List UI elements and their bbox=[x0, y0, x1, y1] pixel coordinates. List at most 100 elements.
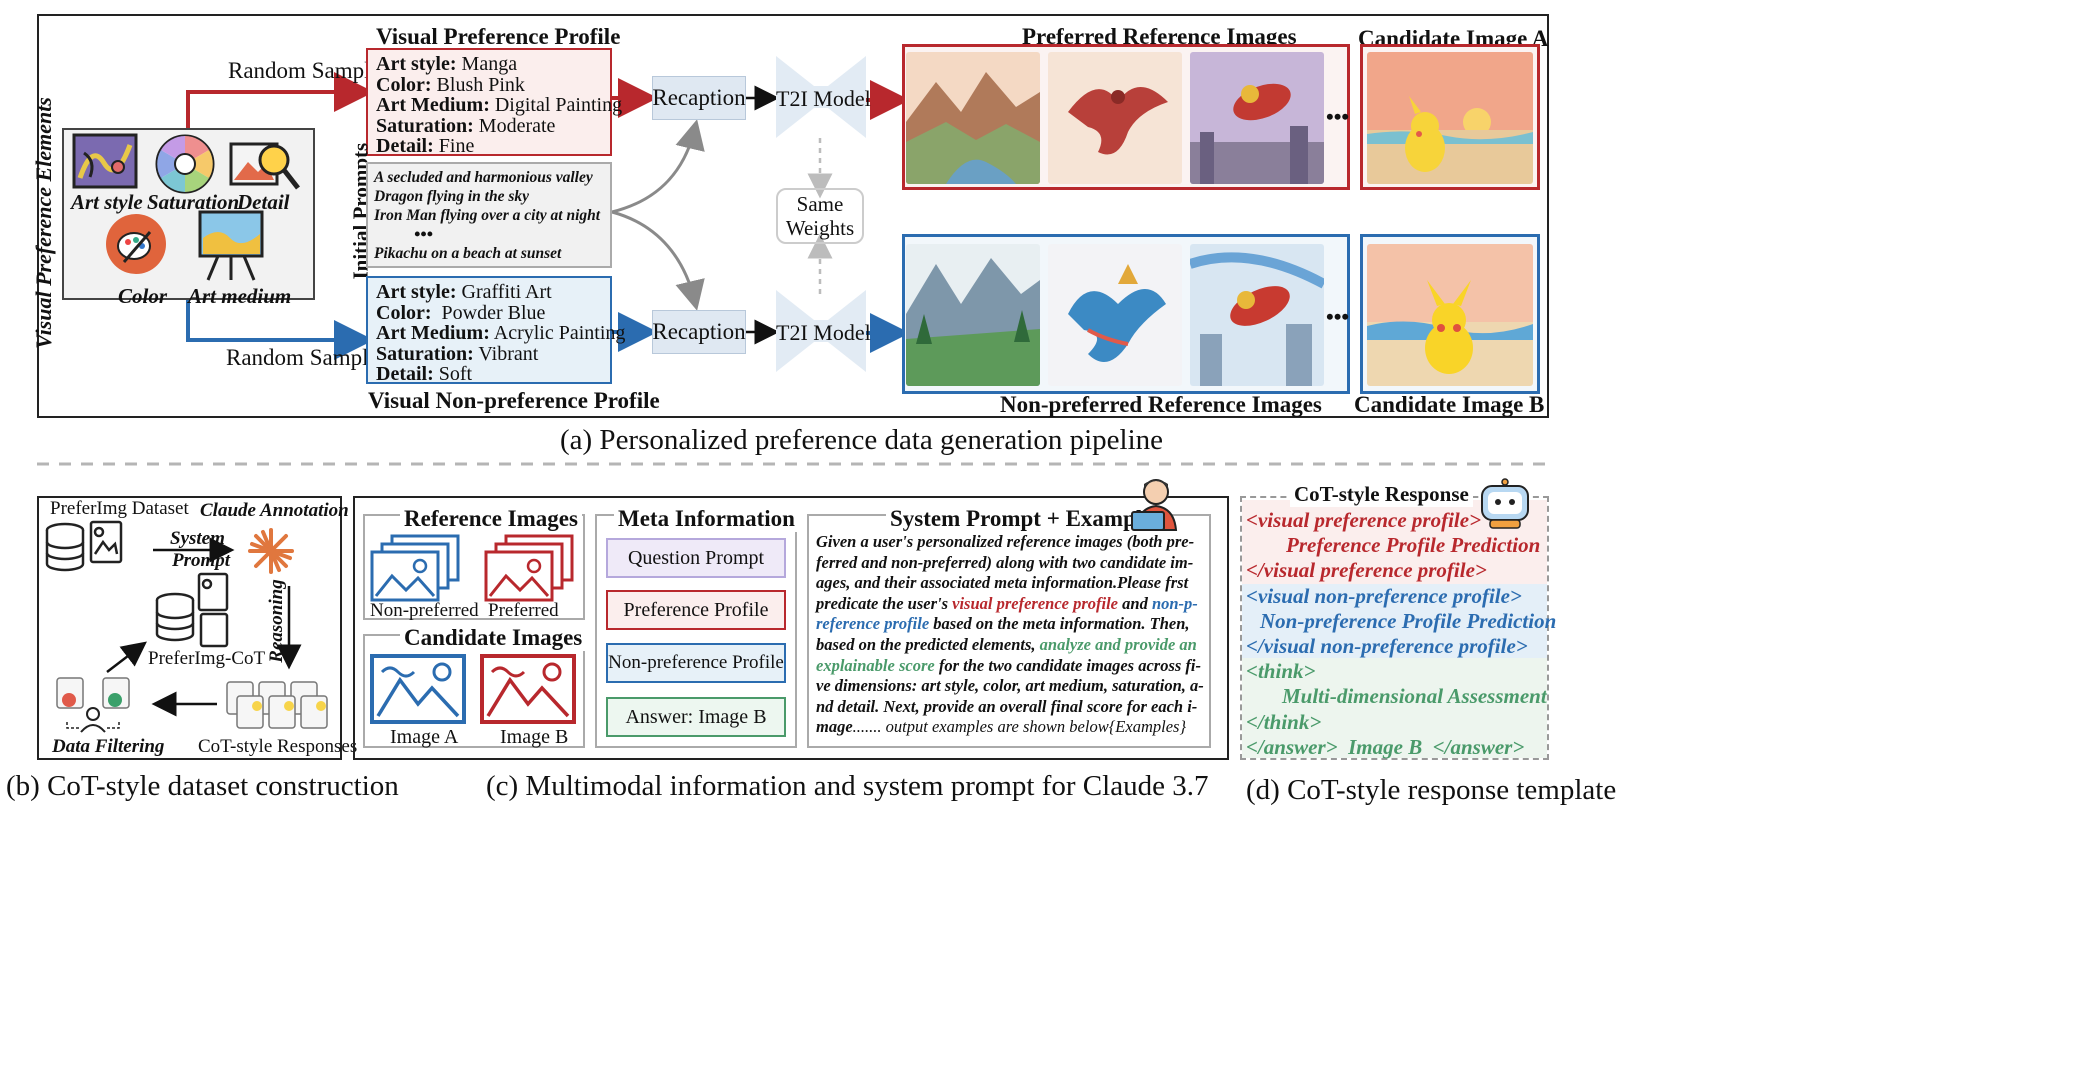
system-prompt-text: Given a user's personalized reference im… bbox=[816, 532, 1208, 738]
profile-value: Graffiti Art bbox=[456, 281, 552, 303]
profile-key: Detail: bbox=[376, 135, 434, 157]
profile-row: Color: Blush Pink bbox=[376, 73, 602, 96]
cot-response-line: Multi-dimensional Assessment bbox=[1282, 684, 1547, 709]
system-prompt-line: based on the predicted elements, analyze… bbox=[816, 635, 1208, 656]
initial-prompt-item: Dragon flying in the sky bbox=[374, 188, 530, 205]
t2i-model-bottom: T2I Model bbox=[776, 320, 871, 345]
system-prompt-line: nd detail. Next, provide an overall fina… bbox=[816, 697, 1208, 718]
image-a-label: Image A bbox=[390, 726, 459, 748]
pref-profile-title: Visual Preference Profile bbox=[376, 24, 621, 49]
non-preferred-label: Non-preferred bbox=[370, 600, 479, 621]
random-sample-top: Random Sample bbox=[228, 58, 381, 83]
system-prompt-segment: non-p- bbox=[1151, 593, 1198, 613]
pref-ellipsis: ••• bbox=[1326, 104, 1350, 129]
caption-c: (c) Multimodal information and system pr… bbox=[486, 770, 1209, 802]
user-laptop-icon bbox=[1131, 479, 1178, 531]
system-prompt-segment: Given a user's personalized reference im… bbox=[816, 532, 1195, 551]
profile-row: Art Medium: Digital Painting bbox=[376, 95, 622, 116]
profile-value: Digital Painting bbox=[489, 94, 623, 116]
system-prompt-line: reference profile based on the meta info… bbox=[816, 614, 1208, 635]
pipeline-panel bbox=[37, 14, 1549, 418]
system-prompt-segment: ve dimensions: art style, color, art med… bbox=[816, 676, 1204, 696]
system-prompt-label-1: System bbox=[170, 528, 225, 549]
profile-key: Color: bbox=[376, 301, 432, 324]
system-prompt-segment: for the two candidate images across fi- bbox=[934, 655, 1201, 675]
multimodal-panel bbox=[353, 496, 1229, 760]
candidate-b-image bbox=[1367, 244, 1533, 386]
nonpref-ellipsis: ••• bbox=[1326, 304, 1350, 329]
cot-response-line: <visual non-preference profile> bbox=[1246, 583, 1522, 608]
profile-row: Detail: Fine bbox=[376, 136, 602, 157]
cot-response-line: <visual preference profile> bbox=[1246, 508, 1482, 532]
system-prompt-line: mage....... output examples are shown be… bbox=[816, 717, 1208, 738]
cot-green-band bbox=[1242, 658, 1547, 758]
system-prompt-segment: based on the predicted elements, bbox=[816, 634, 1040, 654]
profile-row: Saturation: Vibrant bbox=[376, 343, 602, 365]
element-art-medium: Art medium bbox=[188, 284, 292, 308]
visual-preference-elements-label: Visual Preference Elements bbox=[31, 97, 56, 349]
panel-b-graphics bbox=[45, 520, 328, 733]
same-weights-line1: Same bbox=[796, 192, 844, 216]
profile-row: Art style: Graffiti Art bbox=[376, 282, 602, 303]
system-prompt-segment: visual preference profile bbox=[952, 593, 1119, 613]
cot-response-line: </visual preference profile> bbox=[1246, 558, 1487, 583]
profile-row: Art style: Manga bbox=[376, 54, 602, 75]
profile-key: Detail: bbox=[376, 363, 434, 385]
non-preference-profile-pill: Non-preference Profile bbox=[606, 643, 786, 683]
profile-key: Art style: bbox=[376, 53, 457, 75]
cot-response-line: </answer> Image B </answer> bbox=[1246, 734, 1525, 759]
system-prompt-title: System Prompt + Examples bbox=[886, 506, 1166, 532]
same-weights-box: Same Weights bbox=[776, 188, 864, 244]
nonpref-ironman-image bbox=[1190, 244, 1324, 386]
preferimg-dataset: PreferImg Dataset bbox=[50, 498, 189, 519]
candidate-images-icons bbox=[370, 654, 576, 724]
pref-ironman-image bbox=[1190, 52, 1324, 184]
recaption-bottom: Recaption bbox=[652, 310, 746, 354]
profile-row: Art Medium: Acrylic Painting bbox=[376, 323, 625, 344]
cot-response-line: </think> bbox=[1246, 709, 1322, 734]
system-prompt-segment: mage bbox=[816, 717, 853, 737]
answer-pill: Answer: Image B bbox=[606, 697, 786, 737]
t2i-model-top: T2I Model bbox=[776, 86, 871, 111]
random-sample-bottom: Random Sample bbox=[226, 345, 379, 370]
profile-value: Soft bbox=[433, 363, 473, 385]
profile-value: Moderate bbox=[473, 114, 556, 137]
profile-row: Color: Powder Blue bbox=[376, 301, 602, 324]
system-prompt-segment: ferred and non-preferred) along with two… bbox=[816, 552, 1194, 572]
data-filtering: Data Filtering bbox=[52, 736, 165, 757]
initial-prompt-item: A secluded and harmonious valley bbox=[374, 169, 593, 186]
initial-prompt-item: Pikachu on a beach at sunset bbox=[374, 245, 562, 262]
system-prompt-segment: based on the meta information. Then, bbox=[929, 614, 1190, 634]
system-prompt-label-2: Prompt bbox=[172, 550, 231, 571]
caption-b: (b) CoT-style dataset construction bbox=[6, 770, 399, 802]
candidate-images-title: Candidate Images bbox=[400, 625, 587, 651]
cot-response-line: Preference Profile Prediction bbox=[1286, 533, 1541, 558]
t2i-model-bottom-shape bbox=[776, 290, 866, 372]
profile-value: Blush Pink bbox=[431, 73, 525, 96]
nonpref-profile-title: Visual Non-preference Profile bbox=[368, 388, 660, 413]
candidate-a-image bbox=[1367, 52, 1533, 184]
caption-d: (d) CoT-style response template bbox=[1246, 774, 1617, 806]
cot-response-title: CoT-style Response bbox=[1290, 482, 1473, 507]
nonpref-dragon-image bbox=[1048, 244, 1182, 386]
system-prompt-segment: predicate the user's bbox=[816, 593, 953, 613]
cot-response-line: Non-preference Profile Prediction bbox=[1260, 608, 1557, 633]
same-weights-line2: Weights bbox=[785, 216, 855, 240]
meta-information-title: Meta Information bbox=[614, 506, 799, 532]
preferimg-cot: PreferImg-CoT bbox=[148, 648, 266, 669]
cot-response-line: <think> bbox=[1246, 659, 1316, 684]
caption-a: (a) Personalized preference data generat… bbox=[560, 424, 1164, 456]
cot-style-responses: CoT-style Responses bbox=[198, 736, 358, 757]
profile-value: Manga bbox=[456, 53, 518, 75]
art-medium-icon bbox=[198, 210, 264, 281]
profile-value: Powder Blue bbox=[431, 301, 546, 324]
pref-valley-image bbox=[906, 52, 1040, 184]
question-prompt-pill: Question Prompt bbox=[606, 538, 786, 578]
system-prompt-line: Given a user's personalized reference im… bbox=[816, 532, 1208, 553]
profile-row: Detail: Soft bbox=[376, 364, 602, 385]
dataset-panel bbox=[37, 496, 342, 760]
element-saturation: Saturation bbox=[147, 190, 240, 214]
